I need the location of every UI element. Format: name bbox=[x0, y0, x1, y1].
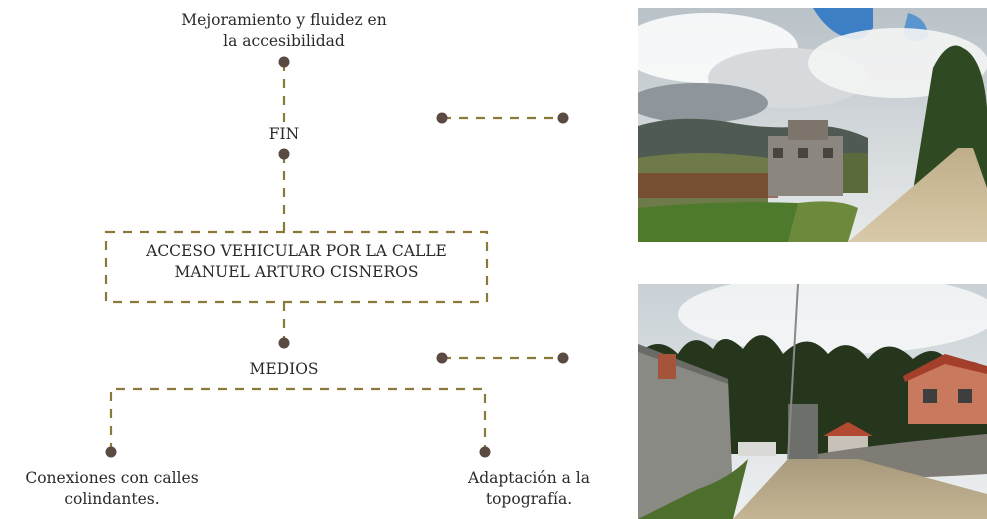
central-box-border bbox=[104, 230, 489, 304]
dot-medios-left bbox=[436, 352, 448, 364]
connector-medios-branch bbox=[109, 387, 487, 452]
mean-right-label: Adaptación a la topografía. bbox=[468, 469, 590, 508]
road-photo-bottom bbox=[638, 284, 987, 519]
dot-fin-right bbox=[557, 112, 569, 124]
goal-label: Mejoramiento y fluidez en la accesibilid… bbox=[181, 11, 387, 50]
road-photo-top bbox=[638, 8, 987, 242]
dot-mean-right bbox=[479, 446, 491, 458]
dot-mean-left bbox=[105, 446, 117, 458]
central-box-label: ACCESO VEHICULAR POR LA CALLE MANUEL ART… bbox=[146, 242, 447, 281]
dot-medios-right bbox=[557, 352, 569, 364]
dot-fin bbox=[278, 148, 290, 160]
medios-label: MEDIOS bbox=[249, 360, 319, 378]
dot-goal bbox=[278, 56, 290, 68]
dot-fin-left bbox=[436, 112, 448, 124]
dot-medios bbox=[278, 337, 290, 349]
mean-left-label: Conexiones con calles colindantes. bbox=[25, 469, 199, 508]
fin-label: FIN bbox=[268, 125, 300, 143]
